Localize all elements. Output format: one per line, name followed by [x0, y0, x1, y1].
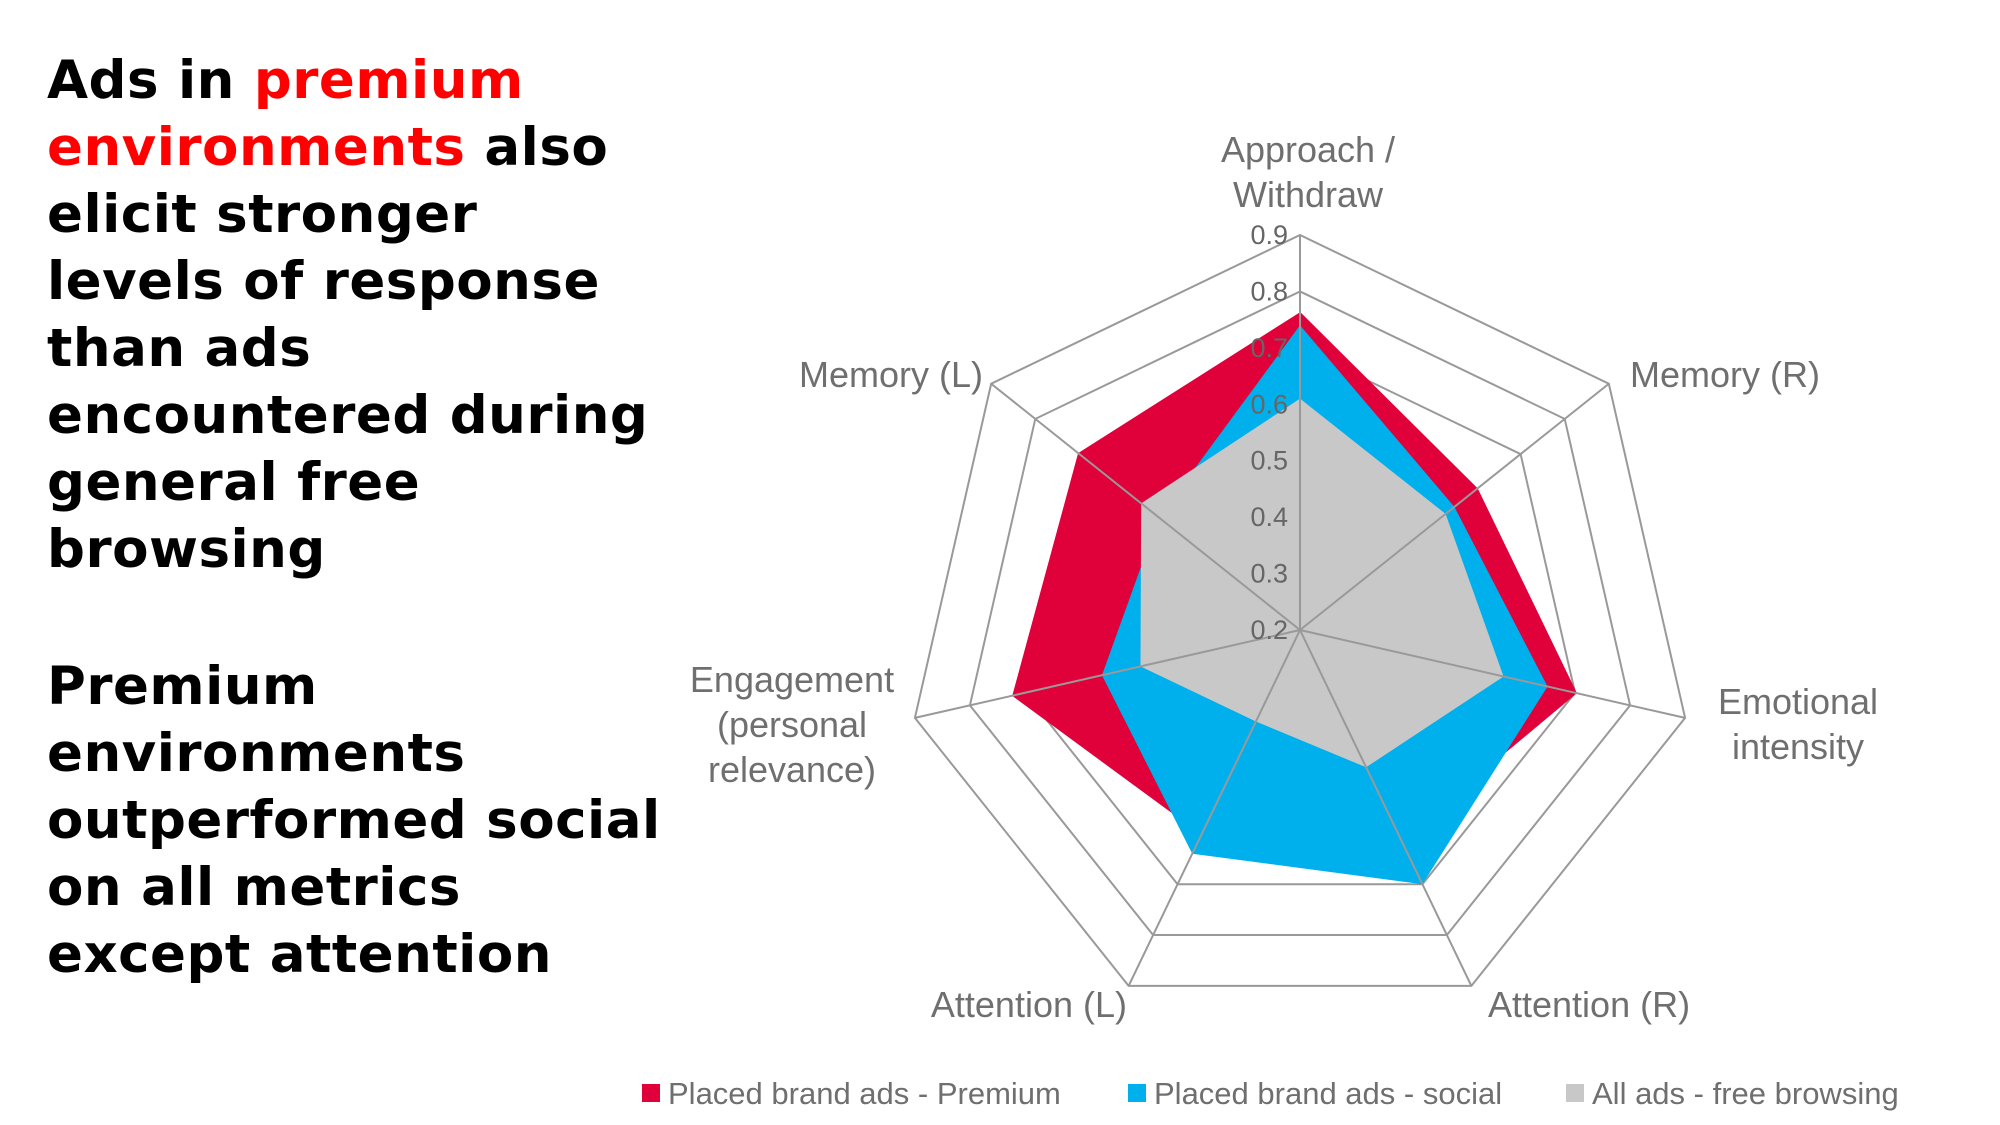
axis-label: Memory (R)	[1630, 354, 1820, 395]
axis-line	[1299, 629, 1473, 987]
axis-label: Memory (L)	[799, 354, 983, 395]
legend-label-3: All ads - free browsing	[1592, 1076, 1899, 1111]
axis-label: Attention (L)	[931, 984, 1127, 1025]
legend-swatch-2	[1128, 1084, 1146, 1102]
tick-label: 0.6	[1250, 389, 1288, 419]
tick-label: 0.2	[1250, 615, 1288, 645]
legend-label-2: Placed brand ads - social	[1154, 1076, 1502, 1111]
tick-label: 0.7	[1250, 333, 1288, 363]
axis-line	[1127, 629, 1301, 987]
legend-swatch-3	[1566, 1084, 1584, 1102]
headline-primary: Ads in premium environments also elicit …	[47, 47, 667, 583]
headline-highlight: premium environments	[47, 50, 524, 178]
axis-line	[1299, 629, 1686, 719]
axis-line	[1299, 382, 1610, 631]
tick-label: 0.9	[1250, 220, 1288, 250]
headline-part2: also elicit stronger levels of response …	[47, 117, 649, 580]
grid-ring	[913, 233, 1687, 987]
headline-secondary: Premium environments outperformed social…	[47, 656, 661, 985]
axis-label: Attention (R)	[1488, 984, 1690, 1025]
grid-ring	[968, 290, 1632, 937]
axis-line	[914, 629, 1301, 719]
legend-swatch-1	[642, 1084, 660, 1102]
axis-label: Approach /Withdraw	[1221, 129, 1395, 215]
headline-part1: Ads in	[47, 50, 254, 111]
axis-line	[990, 382, 1301, 631]
tick-label: 0.3	[1250, 559, 1288, 589]
tick-label: 0.8	[1250, 276, 1288, 306]
tick-label: 0.4	[1250, 502, 1288, 532]
series-area-3	[1140, 398, 1504, 768]
legend-label-1: Placed brand ads - Premium	[668, 1076, 1061, 1111]
tick-label: 0.5	[1250, 446, 1288, 476]
